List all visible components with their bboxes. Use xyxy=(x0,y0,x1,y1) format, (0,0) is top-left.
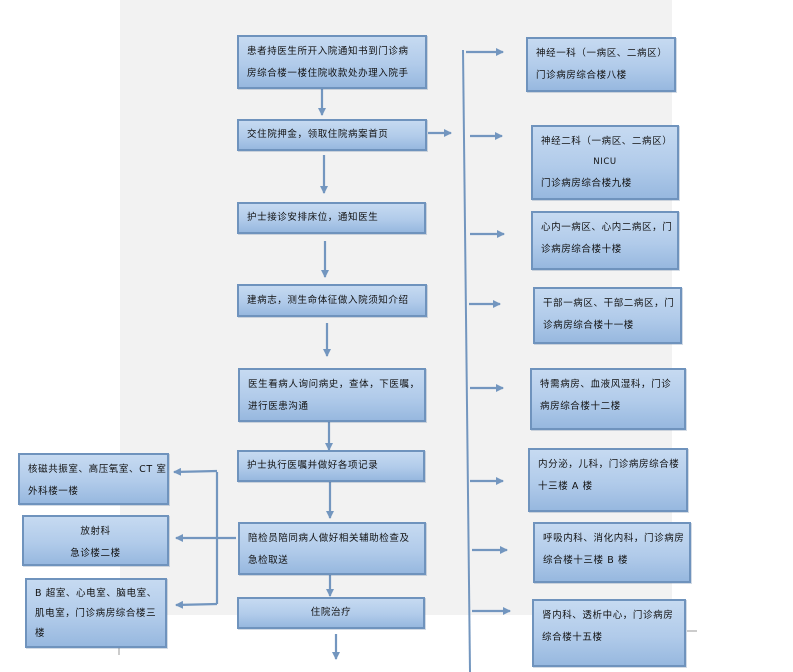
exam-1-line-2: 外科楼一楼 xyxy=(28,486,79,497)
ward-cadre: 干部一病区、干部二病区，门 诊病房综合楼十一楼 xyxy=(533,287,682,344)
exam-2-line-2: 急诊楼二楼 xyxy=(70,548,121,559)
step-1-line-1: 患者持医生所开入院通知书到门诊病 xyxy=(247,46,409,57)
ward-5-line-2: 病房综合楼十二楼 xyxy=(540,401,621,412)
step-5-line-2: 进行医患沟通 xyxy=(248,401,309,412)
ward-2-line-1: 神经二科（一病区、二病区） xyxy=(541,136,673,147)
exam-1-line-1: 核磁共振室、高压氧室、CT 室 xyxy=(28,464,167,475)
step-8-line-1: 住院治疗 xyxy=(310,607,352,618)
step-2-deposit: 交住院押金，领取住院病案首页 xyxy=(237,119,427,151)
ward-3-line-2: 诊病房综合楼十楼 xyxy=(541,244,622,255)
ward-vip-hematology: 特需病房、血液风湿科，门诊 病房综合楼十二楼 xyxy=(530,368,686,430)
ward-5-line-1: 特需病房、血液风湿科，门诊 xyxy=(540,379,672,390)
ward-endocrine-pediatrics: 内分泌，儿科，门诊病房综合楼 十三楼 A 楼 xyxy=(528,448,688,512)
step-7-escort-exams: 陪检员陪同病人做好相关辅助检查及 急检取送 xyxy=(238,522,426,575)
exam-ultrasound-ecg: B 超室、心电室、脑电室、 肌电室，门诊病房综合楼三 楼 xyxy=(25,578,167,648)
ward-8-line-1: 肾内科、透析中心，门诊病房 xyxy=(542,610,674,621)
ward-respiratory-gastro: 呼吸内科、消化内科，门诊病房 综合楼十三楼 B 楼 xyxy=(533,522,691,583)
ward-7-line-2: 综合楼十三楼 B 楼 xyxy=(543,555,629,566)
step-2-line-1: 交住院押金，领取住院病案首页 xyxy=(247,129,389,140)
step-8-hospitalization: 住院治疗 xyxy=(237,597,425,629)
step-7-line-2: 急检取送 xyxy=(248,555,289,566)
step-1-admission-notice: 患者持医生所开入院通知书到门诊病 房综合楼一楼住院收款处办理入院手 xyxy=(237,35,427,89)
ward-2-line-2: NICU xyxy=(593,157,617,167)
ward-3-line-1: 心内一病区、心内二病区，门 xyxy=(541,222,673,233)
ward-6-line-2: 十三楼 A 楼 xyxy=(538,481,593,492)
ward-6-line-1: 内分泌，儿科，门诊病房综合楼 xyxy=(538,459,680,470)
step-1-line-2: 房综合楼一楼住院收款处办理入院手 xyxy=(247,68,409,79)
step-3-line-1: 护士接诊安排床位，通知医生 xyxy=(247,212,379,223)
exam-radiology: 放射科 急诊楼二楼 xyxy=(22,515,169,566)
ward-cardiology: 心内一病区、心内二病区，门 诊病房综合楼十楼 xyxy=(531,211,679,270)
ward-neurology-1: 神经一科（一病区、二病区） 门诊病房综合楼八楼 xyxy=(526,37,676,92)
exam-3-line-3: 楼 xyxy=(35,628,46,639)
ward-4-line-2: 诊病房综合楼十一楼 xyxy=(543,320,634,331)
step-6-line-1: 护士执行医嘱并做好各项记录 xyxy=(247,460,379,471)
exam-3-line-1: B 超室、心电室、脑电室、 xyxy=(35,588,157,599)
step-4-vitals: 建病志，测生命体征做入院须知介绍 xyxy=(237,284,427,317)
ward-2-line-3: 门诊病房综合楼九楼 xyxy=(541,178,632,189)
ward-1-line-1: 神经一科（一病区、二病区） xyxy=(536,48,668,59)
step-4-line-1: 建病志，测生命体征做入院须知介绍 xyxy=(247,294,409,306)
ward-7-line-1: 呼吸内科、消化内科，门诊病房 xyxy=(543,533,685,544)
exam-mri-ct: 核磁共振室、高压氧室、CT 室 外科楼一楼 xyxy=(18,453,169,505)
step-5-line-1: 医生看病人询问病史，查体，下医嘱， xyxy=(248,379,420,390)
exam-3-line-2: 肌电室，门诊病房综合楼三 xyxy=(35,608,157,619)
ward-1-line-2: 门诊病房综合楼八楼 xyxy=(536,70,627,81)
ward-8-line-2: 综合楼十五楼 xyxy=(542,632,603,643)
ward-nephrology-dialysis: 肾内科、透析中心，门诊病房 综合楼十五楼 xyxy=(532,599,686,667)
step-5-doctor-exam: 医生看病人询问病史，查体，下医嘱， 进行医患沟通 xyxy=(238,368,426,422)
step-7-line-1: 陪检员陪同病人做好相关辅助检查及 xyxy=(248,533,410,544)
exam-2-line-1: 放射科 xyxy=(80,526,111,537)
ward-4-line-1: 干部一病区、干部二病区，门 xyxy=(543,298,675,309)
step-6-nurse-orders: 护士执行医嘱并做好各项记录 xyxy=(237,450,425,482)
step-3-nurse-reception: 护士接诊安排床位，通知医生 xyxy=(237,202,426,234)
ward-neurology-2: 神经二科（一病区、二病区） NICU 门诊病房综合楼九楼 xyxy=(531,125,679,200)
